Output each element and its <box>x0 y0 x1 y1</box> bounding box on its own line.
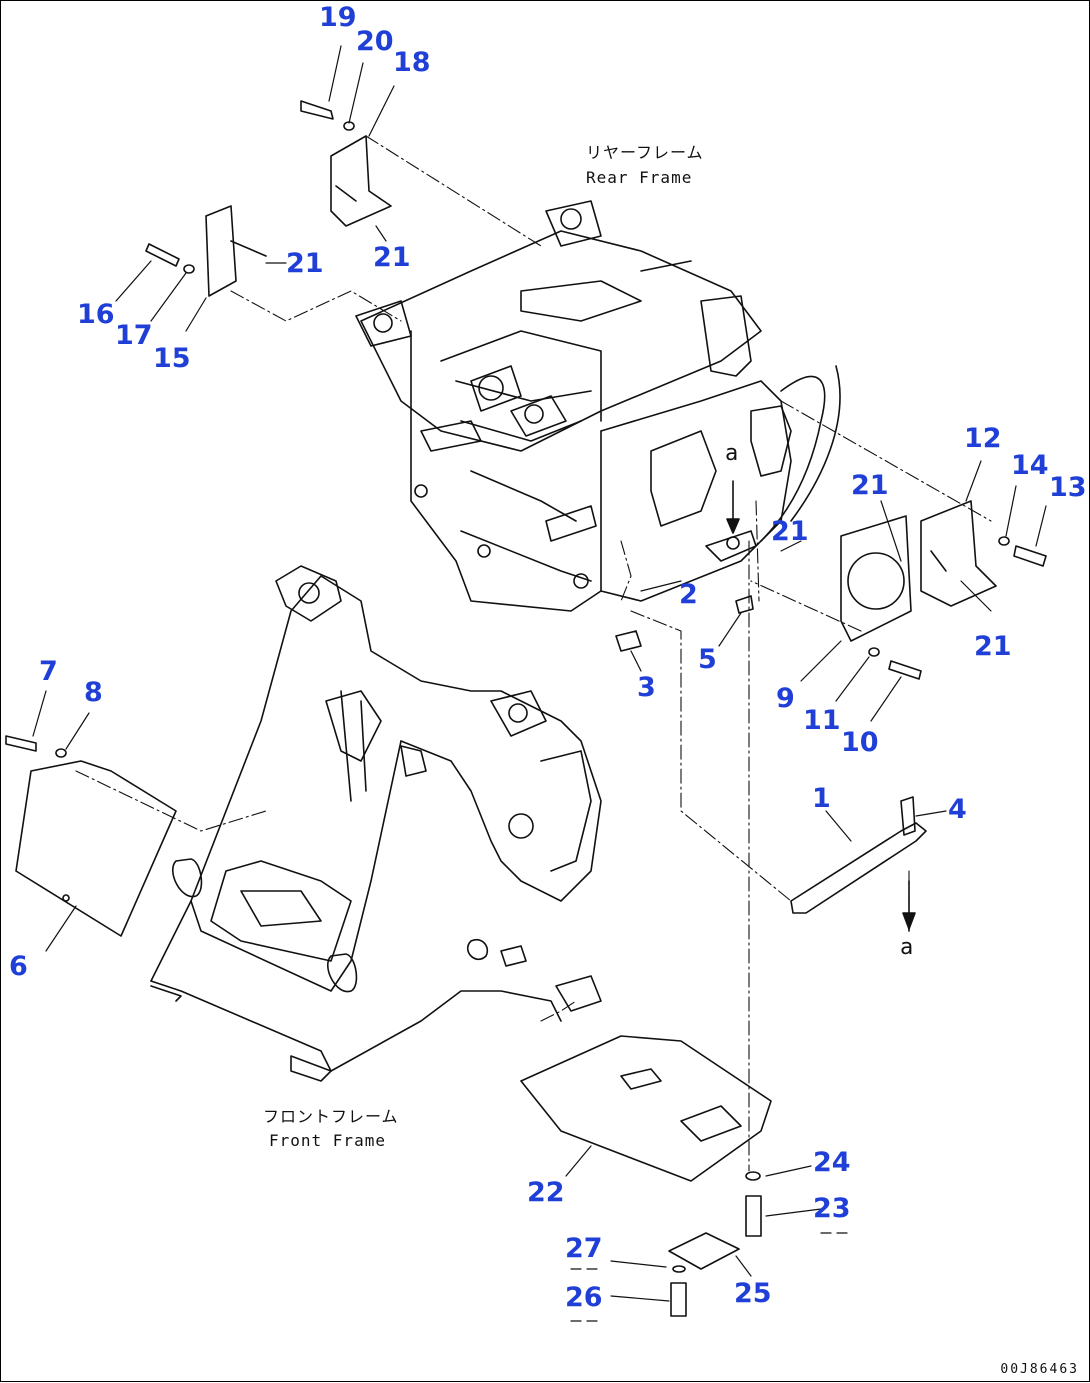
underline-ticks <box>570 1232 848 1322</box>
rear-frame-drawing <box>355 200 841 612</box>
callout-21: 21 <box>286 248 324 279</box>
leader-lines <box>32 45 1047 1302</box>
callout-21: 21 <box>851 470 889 501</box>
rear-frame-label-en: Rear Frame <box>586 168 693 187</box>
view-arrow-a-bottom <box>902 880 916 932</box>
under-cover-22 <box>520 1035 772 1182</box>
view-mark-a-top: a <box>725 441 739 466</box>
assembly-lines <box>75 135 992 1172</box>
callout-8: 8 <box>84 677 103 708</box>
callout-25: 25 <box>734 1278 772 1309</box>
cover-plate-6 <box>15 760 177 937</box>
callout-24: 24 <box>813 1147 851 1178</box>
callout-12: 12 <box>964 423 1002 454</box>
view-arrow-a-top <box>726 480 740 534</box>
bolt-13-washer-14 <box>998 536 1047 567</box>
pin-5 <box>735 595 754 614</box>
callout-7: 7 <box>39 656 58 687</box>
callout-10: 10 <box>841 727 879 758</box>
cover-plate-9 <box>840 515 912 642</box>
pin-3 <box>615 630 642 652</box>
bolt-10-washer-11 <box>868 647 922 680</box>
cover-plate-15 <box>205 205 267 297</box>
callout-14: 14 <box>1011 450 1049 481</box>
callout-5: 5 <box>698 644 717 675</box>
callout-6: 6 <box>9 951 28 982</box>
callout-16: 16 <box>77 299 115 330</box>
bolt-19-washer-20 <box>300 100 355 131</box>
callout-21: 21 <box>373 242 411 273</box>
front-frame-label-jp: フロントフレーム <box>263 1107 399 1126</box>
pin-4 <box>900 796 916 836</box>
bracket-2 <box>705 530 757 562</box>
front-frame-drawing <box>150 565 602 1082</box>
cover-plate-12 <box>920 500 997 607</box>
callout-22: 22 <box>527 1177 565 1208</box>
callout-13: 13 <box>1049 472 1087 503</box>
callout-20: 20 <box>356 26 394 57</box>
callout-2: 2 <box>679 579 698 610</box>
callout-15: 15 <box>153 343 191 374</box>
callout-27: 27 <box>565 1233 603 1264</box>
callout-4: 4 <box>948 794 967 825</box>
drawing-code: 00J86463 <box>1000 1362 1079 1377</box>
cover-plate-18 <box>330 135 392 227</box>
callout-1: 1 <box>812 783 831 814</box>
callout-3: 3 <box>637 672 656 703</box>
front-frame-label-en: Front Frame <box>269 1131 386 1150</box>
callout-23: 23 <box>813 1193 851 1224</box>
callout-17: 17 <box>115 320 153 351</box>
callout-9: 9 <box>776 683 795 714</box>
bolt-26-washer-27 <box>670 1265 687 1317</box>
lock-bar-1 <box>790 822 927 914</box>
cover-25 <box>668 1232 740 1270</box>
callout-19: 19 <box>319 2 357 33</box>
bolt-7-washer-8 <box>5 735 67 758</box>
callout-26: 26 <box>565 1282 603 1313</box>
callout-21: 21 <box>771 516 809 547</box>
callout-18: 18 <box>393 47 431 78</box>
view-mark-a-bottom: a <box>900 935 914 960</box>
bolt-23-washer-24 <box>745 1171 762 1237</box>
rear-frame-label-jp: リヤーフレーム <box>586 143 704 162</box>
callout-21: 21 <box>974 631 1012 662</box>
callout-11: 11 <box>803 705 841 736</box>
bolt-16-washer-17 <box>145 243 195 274</box>
